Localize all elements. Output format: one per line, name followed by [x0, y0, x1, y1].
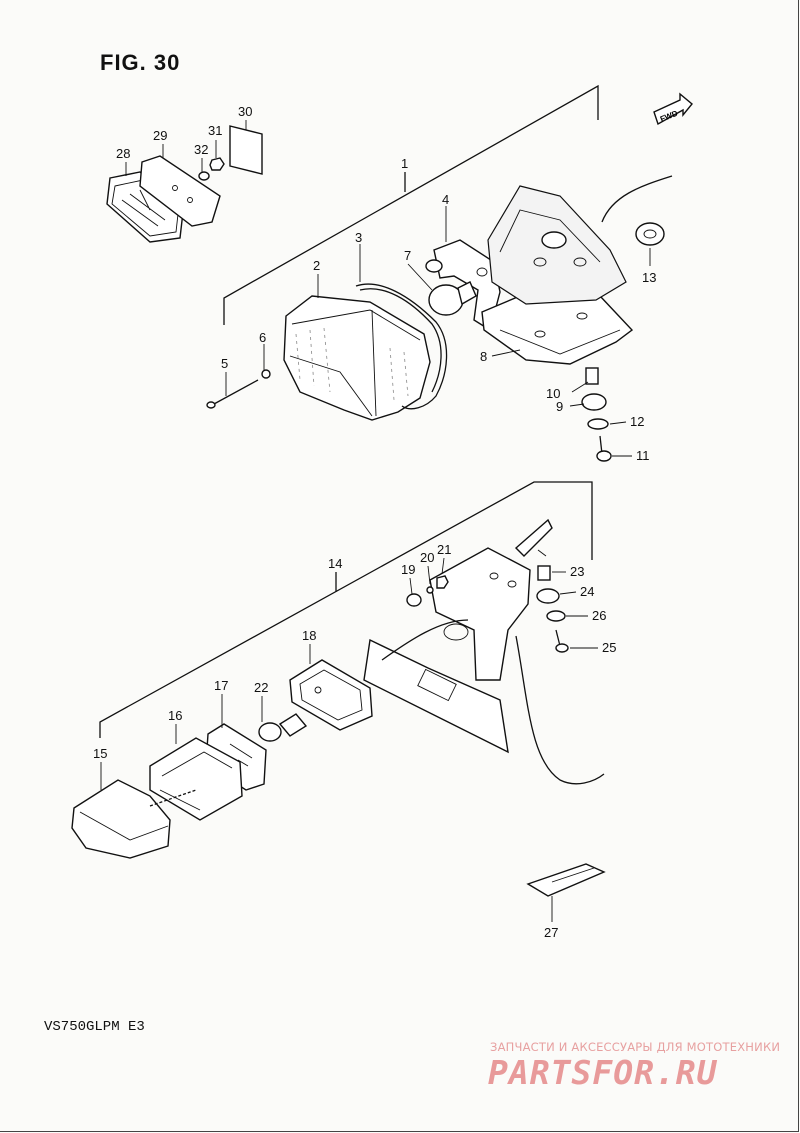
callout-2: 2 [313, 258, 320, 273]
part-21-nut [436, 575, 449, 589]
callout-14: 14 [328, 556, 342, 571]
part-24-grommet [536, 588, 560, 604]
leader-lines [100, 120, 651, 922]
part-5-screw [206, 379, 259, 409]
part-2-lens [283, 295, 431, 421]
callout-21: 21 [437, 542, 451, 557]
callout-9: 9 [556, 399, 563, 414]
callout-28: 28 [116, 146, 130, 161]
callout-11: 11 [636, 448, 650, 463]
part-23-collar [537, 565, 551, 581]
part-7-bulb [428, 281, 477, 316]
part-11-bolt [596, 435, 612, 462]
callout-23: 23 [570, 564, 584, 579]
part-29-reflector-base [139, 155, 221, 227]
part-16-case [149, 737, 243, 821]
callout-29: 29 [153, 128, 167, 143]
part-18-socket-plate [289, 659, 373, 731]
part-28-reflector [106, 171, 184, 243]
callout-3: 3 [355, 230, 362, 245]
part-12-washer [587, 418, 609, 430]
part-26-washer [546, 610, 566, 622]
model-code: VS750GLPM E3 [44, 1019, 145, 1035]
callout-8: 8 [480, 349, 487, 364]
part-3-gasket [355, 283, 448, 410]
callout-6: 6 [259, 330, 266, 345]
callout-20: 20 [420, 550, 434, 565]
assembly-bracket-1 [223, 84, 599, 325]
part-27-clamp [526, 863, 606, 897]
part-6-washer [261, 369, 271, 379]
callout-22: 22 [254, 680, 268, 695]
part-32-washer [198, 171, 210, 181]
part-9-cushion [581, 393, 607, 411]
callout-10: 10 [546, 386, 560, 401]
callout-25: 25 [602, 640, 616, 655]
callout-27: 27 [544, 925, 558, 940]
callout-4: 4 [442, 192, 449, 207]
callout-19: 19 [401, 562, 415, 577]
part-24-license-bracket [363, 518, 605, 785]
callout-1: 1 [401, 156, 408, 171]
callout-17: 17 [214, 678, 228, 693]
part-13-grommet [635, 222, 665, 246]
part-4-socket-plate [425, 239, 501, 332]
callout-7: 7 [404, 248, 411, 263]
callout-24: 24 [580, 584, 594, 599]
part-30-plate [229, 125, 263, 175]
callout-12: 12 [630, 414, 644, 429]
part-10-collar [585, 367, 599, 385]
callout-30: 30 [238, 104, 252, 119]
callout-31: 31 [208, 123, 222, 138]
assembly-bracket-14 [99, 481, 593, 738]
part-22-bulb [258, 713, 308, 742]
callout-15: 15 [93, 746, 107, 761]
callout-26: 26 [592, 608, 606, 623]
part-19-screw [406, 593, 422, 607]
fwd-arrow-icon: FWD [653, 92, 693, 126]
part-8-housing [481, 175, 673, 365]
callout-18: 18 [302, 628, 316, 643]
callout-16: 16 [168, 708, 182, 723]
watermark-brand: PARTSFOR.RU [488, 1053, 718, 1092]
part-25-bolt [555, 629, 569, 653]
watermark-subtitle: ЗАПЧАСТИ И АКСЕССУАРЫ ДЛЯ МОТОТЕХНИКИ [490, 1040, 781, 1054]
part-31-nut [209, 157, 225, 171]
callout-13: 13 [642, 270, 656, 285]
part-15-lens [71, 779, 197, 859]
callout-32: 32 [194, 142, 208, 157]
callout-labels: 28 29 30 31 32 1 2 3 4 7 5 6 8 10 9 12 1… [93, 104, 656, 940]
callout-5: 5 [221, 356, 228, 371]
figure-title: FIG. 30 [100, 50, 181, 75]
part-20-washer [426, 586, 434, 594]
